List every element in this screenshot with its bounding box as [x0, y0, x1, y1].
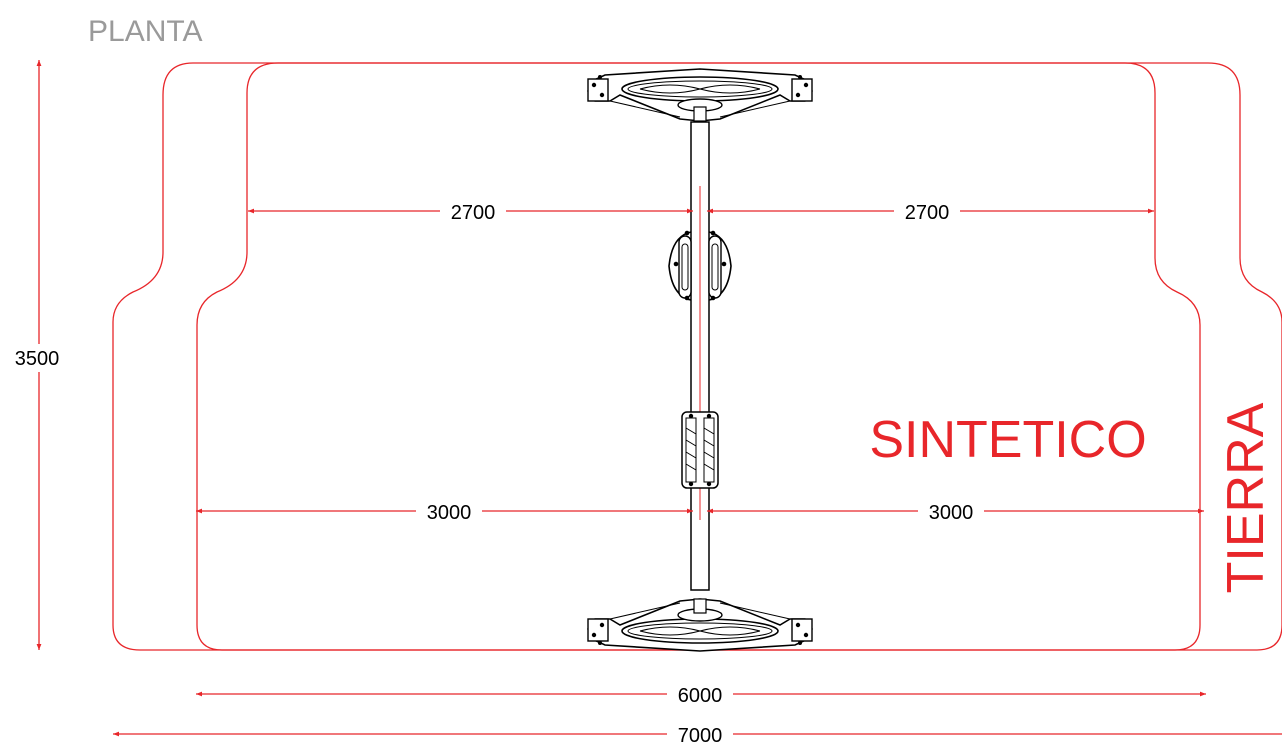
plan-title: PLANTA	[88, 15, 202, 48]
dimension-upper-left: 2700	[248, 199, 693, 224]
equipment	[587, 68, 813, 652]
dimension-height-label: 3500	[15, 348, 60, 370]
dimension-width-outer-label: 7000	[678, 725, 723, 744]
top-end-frame	[587, 68, 813, 122]
tierra-boundary	[112, 62, 1282, 651]
handle-station	[668, 230, 732, 301]
dimension-upper-left-label: 2700	[451, 202, 496, 224]
dimension-lower-right: 3000	[707, 499, 1204, 524]
dimension-height: 3500	[8, 60, 66, 650]
bottom-end-frame	[587, 598, 813, 652]
dimension-lower-left-label: 3000	[427, 502, 472, 524]
sintetico-boundary	[196, 62, 1201, 651]
dimension-width-inner: 6000	[196, 682, 1206, 707]
dimension-upper-right-label: 2700	[905, 202, 950, 224]
tierra-label: TIERRA	[1217, 402, 1275, 593]
dimension-lower-right-label: 3000	[929, 502, 974, 524]
dimension-lower-left: 3000	[196, 499, 693, 524]
dimension-upper-right: 2700	[707, 199, 1154, 224]
dimension-width-inner-label: 6000	[678, 685, 723, 707]
dimension-width-outer: 7000	[113, 722, 1282, 744]
step-plate-station	[681, 411, 719, 489]
sintetico-label: SINTETICO	[869, 411, 1146, 469]
